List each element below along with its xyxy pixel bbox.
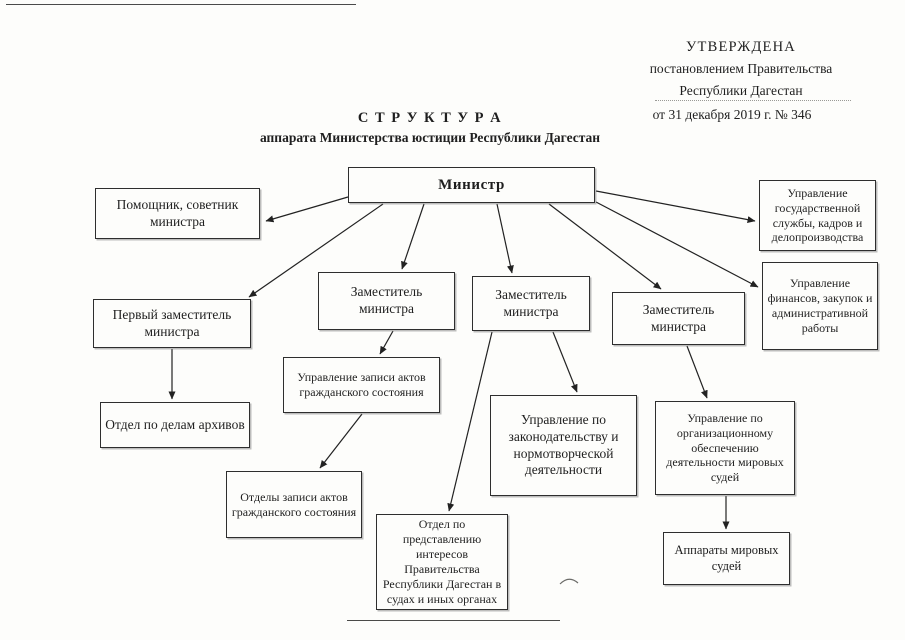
edge-zags-upr-to-zags-otdely	[319, 413, 363, 469]
org-node-label: Аппараты мировых судей	[674, 543, 779, 573]
edge-minister-to-assistant	[265, 196, 349, 223]
edge-deputy-1-to-zags-upr	[379, 330, 394, 355]
org-node-label: Управление записи актов гражданского сос…	[297, 370, 426, 399]
approval-line-2: постановлением Правительства	[649, 61, 833, 76]
scan-artifact-squiggle	[559, 578, 579, 585]
org-node-label: Министр	[438, 176, 505, 193]
org-node-label: Первый заместитель министра	[112, 306, 232, 339]
org-node-legislation: Управление по законодательству и нормотв…	[490, 395, 637, 496]
org-node-label: Помощник, советник министра	[116, 196, 239, 229]
scan-artifact-dotted-line	[655, 100, 851, 101]
org-node-label: Управление финансов, закупок и администр…	[767, 276, 873, 335]
org-node-magistrates-upr: Управление по организационному обеспечен…	[655, 401, 795, 495]
edge-minister-to-deputy-1	[401, 203, 425, 270]
org-node-label: Отдел по делам архивов	[105, 416, 245, 432]
org-node-label: Заместитель министра	[495, 286, 567, 319]
org-node-label: Управление по организационному обеспечен…	[666, 410, 784, 485]
org-node-zags-otdely: Отделы записи актов гражданского состоян…	[226, 471, 362, 538]
org-node-first-deputy: Первый заместитель министра	[93, 299, 251, 348]
org-node-label: Отдел по представлению интересов Правите…	[382, 517, 502, 606]
org-node-label: Заместитель министра	[350, 284, 423, 316]
edge-deputy-2-to-legislation	[552, 331, 578, 393]
scan-artifact-bottom-rule	[347, 620, 560, 621]
org-node-minister: Министр	[348, 167, 595, 203]
org-node-representation: Отдел по представлению интересов Правите…	[376, 514, 508, 610]
org-node-zags-upr: Управление записи актов гражданского сос…	[283, 357, 440, 413]
org-node-label: Отделы записи актов гражданского состоян…	[231, 489, 357, 519]
approval-line-3: Республики Дагестан	[679, 83, 803, 98]
edge-deputy-2-to-representation	[447, 331, 493, 512]
approval-line-4: от 31 декабря 2019 г. № 346	[652, 107, 812, 122]
org-node-magistrates-app: Аппараты мировых судей	[663, 532, 790, 585]
org-node-label: Заместитель министра	[642, 301, 715, 334]
org-node-finance: Управление финансов, закупок и администр…	[762, 262, 878, 350]
edge-deputy-3-to-magistrates-upr	[686, 345, 708, 399]
org-node-assistant: Помощник, советник министра	[95, 188, 260, 239]
org-node-label: Управление по законодательству и нормотв…	[508, 412, 619, 478]
org-node-deputy-3: Заместитель министра	[612, 292, 745, 345]
document-title-block: С Т Р У К Т У Р А аппарата Министерства …	[145, 109, 715, 147]
page-title: С Т Р У К Т У Р А	[357, 110, 503, 126]
approval-block: УТВЕРЖДЕНА постановлением Правительства …	[585, 36, 897, 126]
page-subtitle: аппарата Министерства юстиции Республики…	[259, 130, 601, 145]
org-node-civil-service: Управление государственной службы, кадро…	[759, 180, 876, 251]
org-node-label: Управление государственной службы, кадро…	[771, 185, 864, 245]
org-node-archives: Отдел по делам архивов	[100, 402, 250, 448]
org-node-deputy-1: Заместитель министра	[318, 272, 455, 330]
edge-minister-to-deputy-2	[496, 203, 514, 274]
edge-minister-to-finance	[595, 201, 759, 288]
edge-minister-to-civil-service	[595, 190, 756, 224]
approval-line-1: УТВЕРЖДЕНА	[686, 39, 796, 55]
scan-artifact-top-line	[6, 4, 356, 5]
org-node-deputy-2: Заместитель министра	[472, 276, 590, 331]
